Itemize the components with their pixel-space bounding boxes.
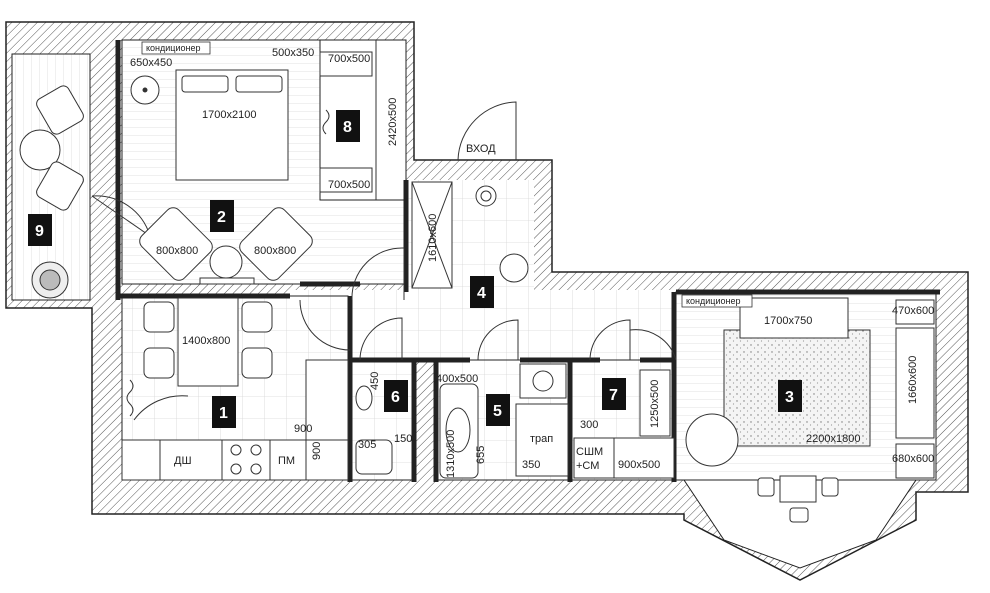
room-badge-3: 3 [785, 389, 794, 406]
wc-furniture [355, 385, 393, 475]
dim-cabinet-bottom: 680x600 [892, 453, 934, 465]
dim-armchair-right: 800x800 [254, 245, 296, 257]
label-dishwasher: ДШ [174, 455, 192, 467]
dim-shelf-top: 470x600 [892, 305, 934, 317]
room-badge-1: 1 [219, 405, 228, 422]
dim-wc-305: 305 [358, 439, 376, 451]
dim-wc-150: 150 [394, 433, 412, 445]
balcony-furniture [19, 85, 84, 299]
room-badge-8: 8 [343, 119, 352, 136]
dim-laundry-300: 300 [580, 419, 598, 431]
room-badge-6: 6 [391, 389, 400, 406]
dim-armchair-left: 800x800 [156, 245, 198, 257]
plan-labels: ВХОД кондиционер кондиционер ДШ ПМ трап … [141, 41, 753, 472]
dim-kitchen-900-a: 900 [294, 423, 312, 435]
door-swings [91, 101, 677, 421]
laundry-furniture [573, 369, 675, 479]
dim-wardrobe-side: 2420x500 [387, 98, 399, 146]
dim-bath-655: 655 [475, 446, 487, 464]
label-drain: трап [530, 433, 553, 445]
dim-nightstand: 500x350 [272, 47, 314, 59]
room-badge-9: 9 [35, 223, 44, 240]
kitchen-furniture [121, 297, 349, 481]
dim-kitchen-900-b: 900 [311, 442, 323, 460]
label-ac-living: кондиционер [686, 296, 740, 306]
bedroom-furniture [130, 40, 377, 285]
label-entrance: ВХОД [466, 143, 496, 155]
dim-rug: 2200x1800 [806, 433, 860, 445]
dim-wardrobe-bottom: 700x500 [328, 179, 370, 191]
room-badge-7: 7 [609, 387, 618, 404]
dimension-labels: 650x450 1700x2100 500x350 700x500 700x50… [130, 47, 934, 478]
room-badge-4: 4 [477, 285, 486, 302]
room-badge-2: 2 [217, 209, 226, 226]
dim-laundry-shelf: 1250x500 [649, 380, 661, 428]
dim-bed: 1700x2100 [202, 109, 256, 121]
dim-hall-wardrobe: 1610x600 [427, 214, 439, 262]
dim-dining-table: 1400x800 [182, 335, 230, 347]
dim-wc-450: 450 [369, 372, 381, 390]
hall-furniture [411, 181, 529, 289]
room-badge-5: 5 [493, 403, 502, 420]
interior-walls [115, 40, 940, 482]
label-microwave: ПМ [278, 455, 295, 467]
label-washer-dryer-1: СШМ [576, 446, 603, 458]
dim-bath-tub: 1310x500 [445, 430, 457, 478]
dim-tv-unit: 1660x600 [907, 356, 919, 404]
dim-bath-sink: 400x500 [436, 373, 478, 385]
dim-bedroom-unit: 650x450 [130, 57, 172, 69]
room-badges: 1 2 3 4 5 6 7 8 9 [28, 110, 802, 428]
label-washer-dryer-2: +СМ [576, 460, 599, 472]
dim-sofa: 1700x750 [764, 315, 812, 327]
bathroom-furniture [439, 363, 569, 479]
dim-laundry-cabinet: 900x500 [618, 459, 660, 471]
label-ac-bedroom: кондиционер [146, 43, 200, 53]
dim-bath-350: 350 [522, 459, 540, 471]
dim-wardrobe-top: 700x500 [328, 53, 370, 65]
